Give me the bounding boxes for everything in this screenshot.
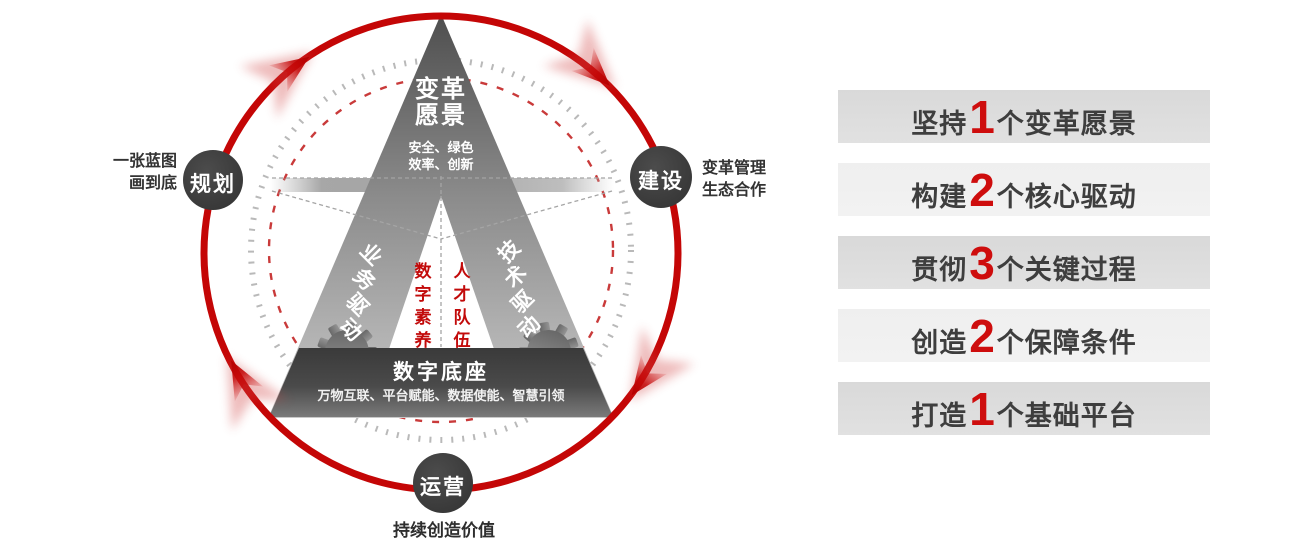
dotted-gray-circle	[248, 57, 634, 443]
operation-caption: 持续创造价值	[393, 521, 495, 540]
summary-number: 1	[969, 382, 995, 435]
planning-caption-line1: 一张蓝图	[112, 153, 177, 170]
summary-number: 1	[969, 90, 995, 143]
pyramid-inner-gap	[389, 196, 494, 349]
cycle-diagram-graphics	[183, 12, 880, 513]
summary-number: 3	[969, 236, 995, 289]
summary-prefix: 打造	[911, 400, 968, 431]
summary-prefix: 构建	[911, 181, 968, 212]
node-operation-circle	[413, 453, 473, 513]
center-label-talent-team: 人才队伍	[453, 262, 471, 350]
construction-caption: 变革管理 生态合作	[702, 158, 832, 202]
construction-caption-line1: 变革管理	[702, 160, 767, 177]
summary-prefix: 创造	[911, 327, 968, 358]
arrow-icon	[602, 326, 694, 419]
planning-caption-line2: 画到底	[128, 175, 177, 192]
summary-item: 构建 2 个核心驱动	[838, 163, 1210, 216]
summary-suffix: 个基础平台	[996, 400, 1137, 431]
summary-item: 打造 1 个基础平台	[838, 382, 1210, 435]
node-planning-circle	[183, 150, 243, 210]
summary-suffix: 个保障条件	[996, 327, 1137, 358]
node-construction-circle	[630, 146, 692, 208]
center-label-digital-literacy: 数字素养	[414, 262, 432, 350]
summary-suffix: 个变革愿景	[996, 108, 1137, 139]
vision-title-line1: 变革	[415, 76, 467, 103]
summary-item-text: 创造 2 个保障条件	[911, 313, 1137, 359]
summary-prefix: 贯彻	[911, 254, 968, 285]
node-planning-label: 规划	[190, 173, 236, 196]
node-operation-label: 运营	[420, 476, 466, 499]
node-construction-label: 建设	[638, 170, 684, 193]
summary-number: 2	[969, 163, 995, 216]
digital-base-title: 数字底座	[393, 361, 489, 384]
summary-number: 2	[969, 309, 995, 362]
summary-suffix: 个核心驱动	[996, 181, 1137, 212]
dashed-guides	[271, 176, 613, 347]
dashed-red-circle	[267, 76, 615, 424]
summary-suffix: 个关键过程	[996, 254, 1137, 285]
digital-base-subtitle: 万物互联、平台赋能、数据使能、智慧引领	[317, 388, 565, 403]
vision-subtitle-line1: 安全、绿色	[408, 140, 474, 155]
summary-item-text: 贯彻 3 个关键过程	[911, 240, 1137, 286]
summary-item: 创造 2 个保障条件	[838, 309, 1210, 362]
summary-item-text: 打造 1 个基础平台	[911, 386, 1137, 432]
digital-base-trapezoid	[269, 348, 613, 417]
vision-title-line2: 愿景	[415, 102, 467, 129]
summary-item: 坚持 1 个变革愿景	[838, 90, 1210, 143]
vision-subtitle-line2: 效率、创新	[408, 157, 474, 172]
summary-panel: 坚持 1 个变革愿景 构建 2 个核心驱动 贯彻 3 个关键过程 创造 2	[838, 90, 1210, 455]
planning-caption: 一张蓝图 画到底	[55, 151, 177, 195]
construction-caption-line2: 生态合作	[702, 182, 767, 199]
summary-item-text: 构建 2 个核心驱动	[911, 167, 1137, 213]
summary-item: 贯彻 3 个关键过程	[838, 236, 1210, 289]
summary-item-text: 坚持 1 个变革愿景	[911, 94, 1137, 140]
summary-prefix: 坚持	[911, 108, 968, 139]
